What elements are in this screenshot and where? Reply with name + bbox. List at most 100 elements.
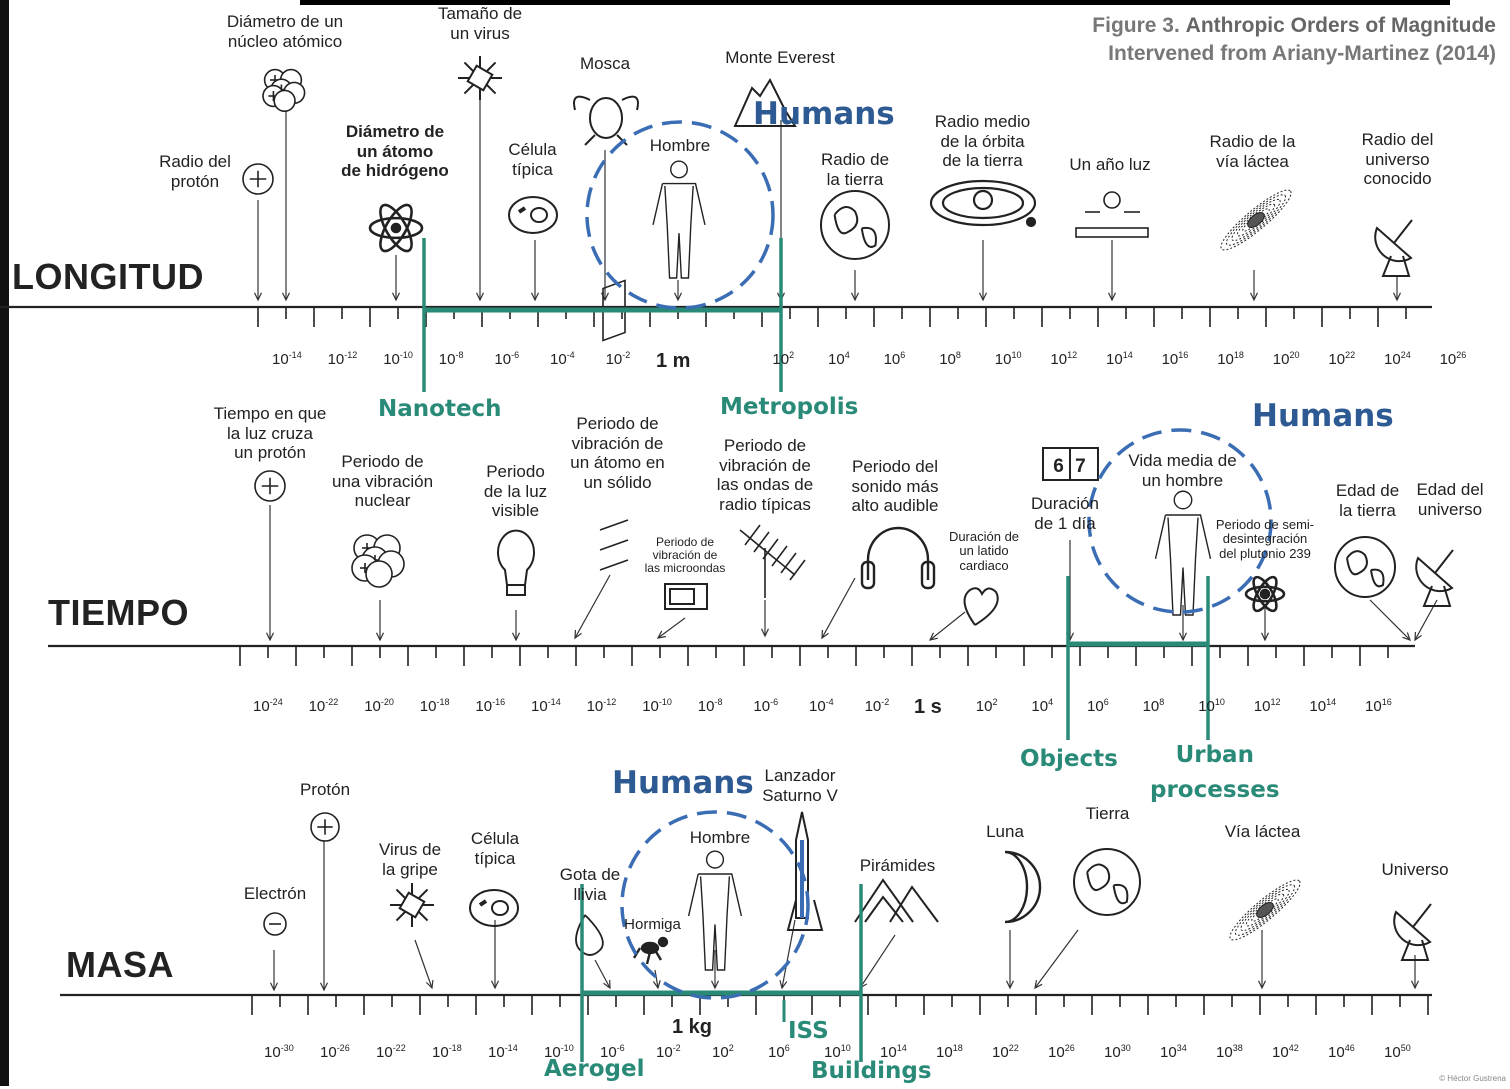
lightbulb-icon xyxy=(497,529,535,596)
label-man-length: Hombre xyxy=(649,136,711,155)
virus-icon xyxy=(458,56,502,100)
tick-label-longitud: 10-6 xyxy=(494,350,520,368)
tick-label-masa: 10-30 xyxy=(264,1043,294,1061)
annotation-iss: ISS xyxy=(788,1018,829,1044)
tick-label-masa: 10-10 xyxy=(544,1043,574,1061)
label-universe-age: Edad del universo xyxy=(1416,480,1484,519)
label-hydrogen-diameter: Diámetro de un átomo de hidrógeno xyxy=(341,122,449,181)
tick-label-masa: 1030 xyxy=(1104,1043,1131,1061)
humans-circle-mass xyxy=(620,810,810,1000)
tick-label-tiempo: 1016 xyxy=(1365,697,1392,715)
pointer-arrow xyxy=(859,934,896,990)
antenna-icon xyxy=(739,524,806,598)
label-radio-waves: Periodo de vibración de las ondas de rad… xyxy=(716,436,814,514)
tick-label-masa: 1050 xyxy=(1384,1043,1411,1061)
pyramids-icon xyxy=(854,878,939,923)
label-milky-way-radius: Radio de la vía láctea xyxy=(1209,132,1296,171)
tick-label-masa: 1014 xyxy=(880,1043,907,1061)
tick-label-longitud: 10-2 xyxy=(605,350,631,368)
unit-meter: 1 m xyxy=(656,350,691,372)
tick-label-masa: 106 xyxy=(768,1043,790,1061)
left-edge-strip xyxy=(0,0,9,1086)
top-border-bar xyxy=(300,0,1450,5)
tick-label-masa: 10-18 xyxy=(432,1043,462,1061)
pointer-arrow xyxy=(1107,240,1117,302)
proton-icon xyxy=(254,470,286,502)
label-electron: Electrón xyxy=(243,884,307,903)
pointer-arrow xyxy=(269,950,279,992)
row-title-longitud: LONGITUD xyxy=(12,256,204,297)
annotation-nanotech: Nanotech xyxy=(378,396,502,422)
proton-icon xyxy=(310,812,340,842)
tick-label-longitud: 10-8 xyxy=(438,350,464,368)
radio-telescope-icon xyxy=(1415,549,1454,607)
tick-label-longitud: 1010 xyxy=(994,350,1022,368)
pointer-arrow xyxy=(1257,930,1267,990)
label-atom-solid-vibration: Periodo de vibración de un átomo en un s… xyxy=(570,414,665,492)
label-pyramids: Pirámides xyxy=(859,856,936,875)
tick-label-masa: 1034 xyxy=(1160,1043,1187,1061)
pointer-arrow xyxy=(530,240,540,302)
caption-source: Intervened from Ariany-Martinez (2014) xyxy=(1108,42,1496,66)
pointer-arrow xyxy=(281,100,291,302)
electron-icon xyxy=(263,912,287,936)
label-moon: Luna xyxy=(986,822,1024,841)
tick-label-masa: 1046 xyxy=(1328,1043,1355,1061)
moon-icon xyxy=(1004,850,1042,924)
tick-label-masa: 102 xyxy=(712,1043,734,1061)
row-title-masa: MASA xyxy=(66,944,174,985)
earth-icon xyxy=(1334,536,1396,598)
label-proton-mass: Protón xyxy=(299,780,351,799)
tick-label-tiempo: 10-4 xyxy=(809,697,834,715)
rocket-icon xyxy=(786,811,824,931)
tick-label-tiempo: 10-18 xyxy=(419,697,450,715)
pointer-arrow xyxy=(511,610,521,642)
pointer-arrow xyxy=(779,919,796,990)
pointer-arrow xyxy=(652,969,661,990)
human-icon xyxy=(652,160,706,279)
mountain-icon xyxy=(733,77,797,127)
pointer-arrow xyxy=(850,270,860,302)
lattice-icon xyxy=(599,279,629,571)
fly-icon xyxy=(573,95,639,146)
pointer-arrow xyxy=(1249,270,1259,302)
annotation-objects: Objects xyxy=(1020,746,1118,772)
label-one-day: Duración de 1 día xyxy=(1030,494,1100,533)
label-fly: Mosca xyxy=(579,54,631,73)
orbit-icon xyxy=(929,179,1037,228)
tick-label-masa: 1026 xyxy=(1048,1043,1075,1061)
pointer-arrow xyxy=(821,577,856,640)
tick-label-masa: 1010 xyxy=(824,1043,851,1061)
pointer-arrow xyxy=(253,200,263,302)
tick-label-tiempo: 10-6 xyxy=(753,697,779,715)
annotation-metropolis: Metropolis xyxy=(720,394,859,420)
tick-label-tiempo: 1010 xyxy=(1198,697,1225,715)
tick-label-longitud: 10-12 xyxy=(327,350,358,368)
human-icon xyxy=(687,850,743,971)
tick-label-tiempo: 10-24 xyxy=(253,697,283,715)
pointer-arrow xyxy=(1260,605,1270,642)
label-light-crosses-proton: Tiempo en que la luz cruza un protón xyxy=(213,404,327,463)
microwave-icon xyxy=(664,583,708,610)
label-light-year: Un año luz xyxy=(1069,155,1151,174)
tick-label-longitud: 1024 xyxy=(1384,350,1411,368)
tick-label-tiempo: 108 xyxy=(1142,697,1165,715)
unit-second: 1 s xyxy=(914,696,942,718)
image-credit: © Héctor Gustrena xyxy=(1439,1074,1506,1083)
tick-label-tiempo: 10-12 xyxy=(586,697,617,715)
pointer-arrow xyxy=(391,255,401,302)
nucleus-icon xyxy=(351,534,405,588)
label-heartbeat: Duración de un latido cardiaco xyxy=(948,529,1020,573)
unit-kilogram: 1 kg xyxy=(672,1016,713,1038)
label-everest: Monte Everest xyxy=(725,48,835,67)
annotation-humans-time: Humans xyxy=(1252,398,1394,434)
label-visible-light-period: Periodo de la luz visible xyxy=(483,462,548,521)
label-cell: Célula típica xyxy=(508,140,557,179)
label-earth-radius: Radio de la tierra xyxy=(820,150,890,189)
tick-label-longitud: 10-14 xyxy=(272,350,302,368)
galaxy-icon xyxy=(1229,879,1301,941)
tick-label-tiempo: 10-2 xyxy=(864,697,890,715)
label-raindrop: Gota de llivia xyxy=(559,865,621,904)
caption-prefix: Figure 3. xyxy=(1092,14,1180,37)
pointer-arrow xyxy=(375,600,385,642)
